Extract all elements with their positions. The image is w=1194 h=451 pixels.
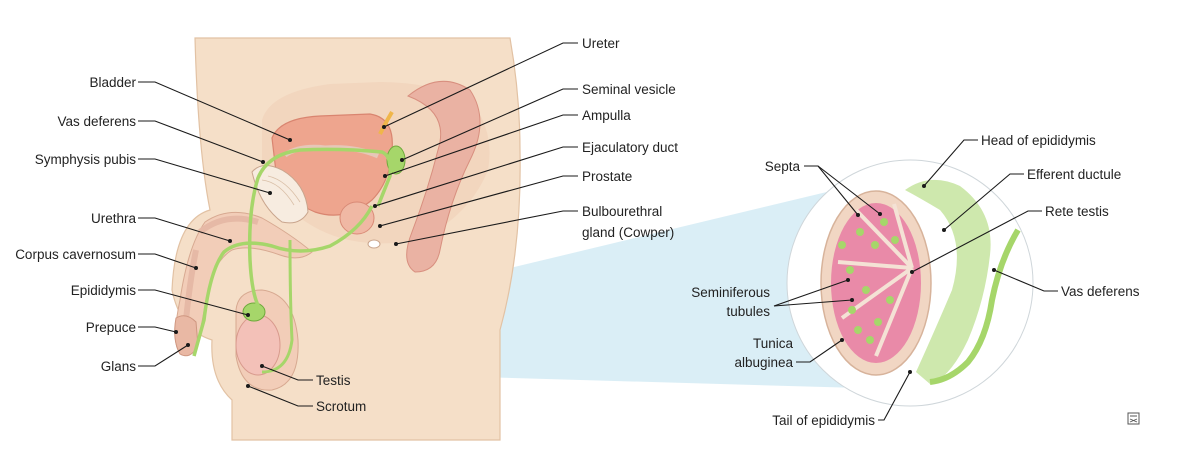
label-urethra: Urethra xyxy=(91,211,137,226)
label-glans: Glans xyxy=(101,359,137,374)
septa-lines xyxy=(837,203,914,357)
glans-shape xyxy=(174,315,199,357)
label-bulbourethral-1: Bulbourethral xyxy=(582,204,662,219)
label-rete-testis: Rete testis xyxy=(1045,204,1109,219)
tubule-dots xyxy=(838,218,899,344)
label-ampulla: Ampulla xyxy=(582,108,631,123)
label-ureter: Ureter xyxy=(582,36,620,51)
label-vas-deferens: Vas deferens xyxy=(57,114,136,129)
label-seminal-vesicle: Seminal vesicle xyxy=(582,82,676,97)
label-corpus-cavernosum: Corpus cavernosum xyxy=(15,247,136,262)
rectum xyxy=(406,80,481,273)
corpus-cavernosum-shape xyxy=(183,215,259,321)
corner-mark-icon xyxy=(1127,412,1140,425)
bulbourethral-shape xyxy=(367,239,381,249)
label-vas-deferens-detail: Vas deferens xyxy=(1061,284,1140,299)
vas-deferens-loop xyxy=(261,239,294,374)
label-prepuce: Prepuce xyxy=(86,320,136,335)
tubules-shape xyxy=(831,203,921,363)
body-section xyxy=(171,37,521,441)
label-scrotum: Scrotum xyxy=(316,399,366,414)
prostate-shape xyxy=(339,201,375,235)
label-ejaculatory-duct: Ejaculatory duct xyxy=(582,140,678,155)
urethra-duct xyxy=(192,205,374,357)
vas-deferens-detail xyxy=(929,228,1021,385)
right-labels: Ureter Seminal vesicle Ampulla Ejaculato… xyxy=(582,36,678,240)
bottom-labels: Testis Scrotum xyxy=(316,373,366,414)
label-bladder: Bladder xyxy=(89,75,136,90)
corner-mark-glyph xyxy=(1129,415,1138,423)
label-septa: Septa xyxy=(765,159,801,174)
label-efferent-ductule: Efferent ductule xyxy=(1027,167,1121,182)
label-bulbourethral-2: gland (Cowper) xyxy=(582,225,674,240)
epididymis-head-shape xyxy=(905,179,991,384)
ureter-shape xyxy=(378,110,394,135)
symphysis-rings xyxy=(261,175,301,206)
label-tail-of-epididymis: Tail of epididymis xyxy=(772,413,875,428)
testis-shape xyxy=(235,314,281,376)
label-epididymis: Epididymis xyxy=(71,283,137,298)
label-head-of-epididymis: Head of epididymis xyxy=(981,133,1096,148)
label-seminiferous-1: Seminiferous xyxy=(691,285,770,300)
label-symphysis-pubis: Symphysis pubis xyxy=(35,152,137,167)
label-prostate: Prostate xyxy=(582,169,632,184)
detail-labels: Septa Head of epididymis Efferent ductul… xyxy=(691,133,1140,428)
vas-deferens-duct xyxy=(247,147,393,314)
symphysis-pubis-shape xyxy=(251,165,309,224)
left-labels: Bladder Vas deferens Symphysis pubis Ure… xyxy=(15,75,136,374)
label-testis: Testis xyxy=(316,373,351,388)
leader-lines xyxy=(138,42,1058,421)
label-tunica-2: albuginea xyxy=(734,355,793,370)
label-seminiferous-2: tubules xyxy=(726,304,770,319)
testis-detail xyxy=(786,159,1034,407)
label-tunica-1: Tunica xyxy=(753,336,794,351)
